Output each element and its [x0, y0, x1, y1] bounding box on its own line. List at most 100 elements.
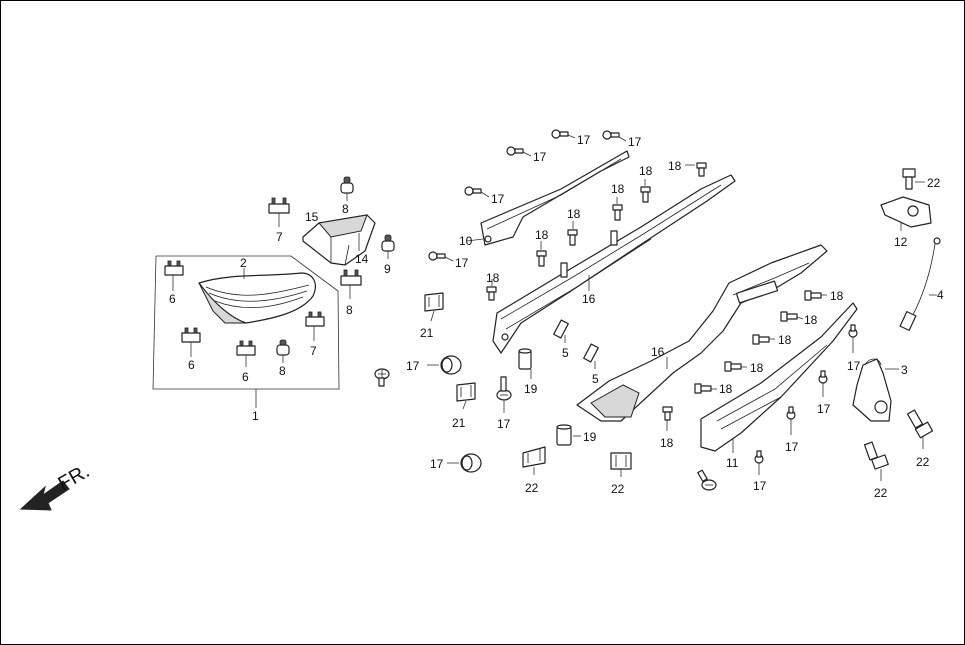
seat-lock	[880, 196, 932, 228]
grommet-2	[460, 453, 482, 473]
callout-21b: 22	[874, 486, 888, 500]
callout-8b: 8	[342, 202, 349, 216]
callout-17k: 17	[753, 479, 767, 493]
bolt-17-c	[506, 146, 524, 156]
callout-17d: 17	[491, 192, 505, 206]
callout-23: 22	[927, 176, 941, 190]
callout-3: 3	[901, 363, 908, 377]
callout-18i: 18	[778, 333, 792, 347]
bolt-18-g	[804, 290, 822, 301]
seat-rubber-mount-2	[181, 327, 201, 343]
screw-left	[374, 368, 390, 387]
seat-assembly-bracket	[152, 255, 340, 408]
callout-18c: 18	[611, 182, 625, 196]
bolt-18-a	[696, 162, 707, 177]
callout-13: 15	[305, 210, 319, 224]
callout-22d: 22	[611, 482, 625, 496]
callout-7a: 7	[276, 230, 283, 244]
callout-5a: 5	[562, 346, 569, 360]
bolt-17-k	[754, 450, 764, 464]
callout-8a: 8	[279, 364, 286, 378]
bolt-23	[902, 168, 916, 190]
screw-bottom	[697, 469, 717, 491]
callout-22c: 22	[525, 481, 539, 495]
bolt-21-a	[906, 409, 934, 439]
callout-5b: 5	[592, 372, 599, 386]
callout-17c: 17	[533, 150, 547, 164]
collar-1	[518, 348, 532, 370]
bolt-17-g	[818, 370, 828, 384]
callout-19a: 19	[524, 382, 538, 396]
callout-6c: 6	[242, 370, 249, 384]
bolt-18-b	[640, 186, 651, 203]
screw-17-center	[496, 376, 512, 401]
storage-box	[302, 214, 376, 266]
callout-2: 2	[240, 256, 247, 270]
bolt-18-h	[780, 311, 798, 322]
callout-6d: 7	[310, 344, 317, 358]
seat-latch	[852, 358, 892, 422]
bolt-17-f	[848, 324, 858, 338]
callout-17f: 17	[847, 359, 861, 373]
callout-18e: 18	[535, 228, 549, 242]
callout-12: 14	[355, 252, 369, 266]
callout-14: 16	[582, 292, 596, 306]
bolt-17-a	[551, 129, 569, 139]
bolt-18-i	[752, 334, 770, 345]
clip-bracket-1	[424, 292, 444, 312]
seat-lock-cable	[899, 237, 941, 331]
bolt-18-j	[724, 361, 742, 372]
seat-rubber-mount-3	[236, 340, 256, 356]
callout-17i: 17	[497, 417, 511, 431]
rail-cover-left	[480, 150, 630, 246]
grommet-1	[440, 355, 462, 375]
bumper-top	[340, 176, 354, 194]
callout-6a: 6	[169, 292, 176, 306]
callout-18j: 18	[750, 361, 764, 375]
clip-bracket-4	[610, 452, 632, 470]
front-direction-arrow	[19, 480, 70, 511]
bumper-side	[381, 234, 395, 252]
clip-bracket-3	[522, 446, 546, 468]
callout-18a: 18	[668, 159, 682, 173]
callout-18l: 18	[660, 436, 674, 450]
callout-18f: 18	[486, 271, 500, 285]
bolt-18-e	[536, 250, 547, 267]
seat-rubber-mount-4	[305, 311, 325, 327]
callout-17b: 17	[628, 135, 642, 149]
callout-7b: 8	[346, 303, 353, 317]
callout-18d: 18	[567, 207, 581, 221]
bolt-18-d	[567, 229, 578, 246]
callout-15: 16	[651, 345, 665, 359]
callout-18k: 18	[719, 382, 733, 396]
bolt-18-k	[694, 383, 712, 394]
rubber-strip-2	[583, 343, 599, 363]
callout-18h: 18	[804, 313, 818, 327]
side-cover-large	[492, 174, 736, 354]
callout-22a: 21	[420, 326, 434, 340]
callout-18b: 18	[639, 164, 653, 178]
callout-22b: 21	[452, 416, 466, 430]
seat-cushion-bumper	[276, 339, 290, 356]
bolt-17-b	[602, 130, 620, 140]
rubber-mount-right	[340, 269, 362, 286]
callout-1: 1	[252, 409, 259, 423]
clip-bracket-2	[456, 382, 476, 402]
callout-6b: 6	[188, 358, 195, 372]
callout-11: 12	[894, 235, 908, 249]
bolt-17-d	[464, 186, 482, 196]
rubber-mount-upper	[268, 197, 290, 214]
callout-17a: 17	[577, 133, 591, 147]
callout-4: 4	[937, 288, 944, 302]
callout-9: 10	[459, 234, 473, 248]
callout-16a: 17	[406, 359, 420, 373]
callout-17h: 17	[785, 440, 799, 454]
rubber-strip-1	[553, 319, 569, 339]
callout-21a: 22	[916, 455, 930, 469]
bolt-21-b	[863, 441, 889, 470]
callout-8c: 9	[384, 262, 391, 276]
seat	[198, 272, 316, 324]
callout-16b: 17	[430, 457, 444, 471]
bolt-18-c	[612, 204, 623, 221]
